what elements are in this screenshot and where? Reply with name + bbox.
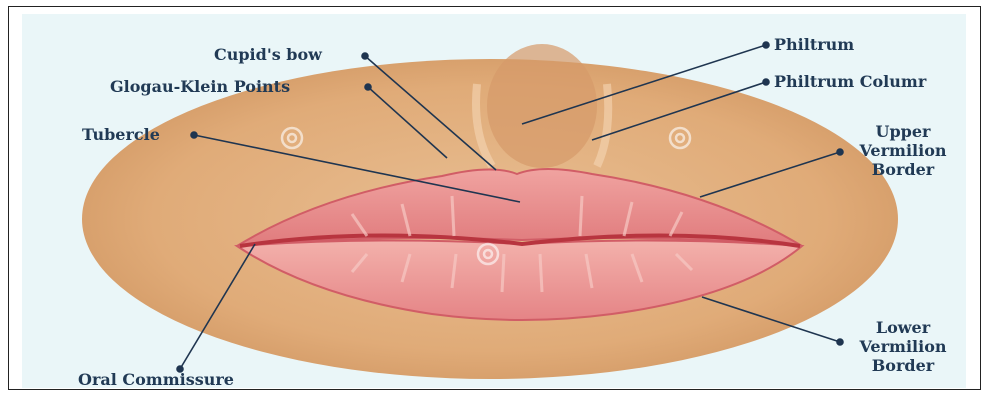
label-oral-commissure: Oral Commissure bbox=[78, 370, 234, 389]
label-tubercle: Tubercle bbox=[82, 125, 160, 144]
label-philtrum: Philtrum bbox=[774, 35, 854, 54]
label-upper-vermilion-line1: Upper bbox=[848, 122, 958, 141]
diagram-canvas: Cupid's bow Glogau-Klein Points Tubercle… bbox=[22, 14, 966, 388]
label-lower-vermilion-line2: Vermilion bbox=[848, 337, 958, 356]
label-lower-vermilion-border: Lower Vermilion Border bbox=[848, 318, 958, 375]
label-glogau-klein-points: Glogau-Klein Points bbox=[110, 77, 290, 96]
philtrum-area bbox=[487, 44, 597, 168]
label-upper-vermilion-line3: Border bbox=[848, 160, 958, 179]
label-philtrum-column: Philtrum Columr bbox=[774, 72, 926, 91]
label-lower-vermilion-line1: Lower bbox=[848, 318, 958, 337]
label-lower-vermilion-line3: Border bbox=[848, 356, 958, 375]
label-upper-vermilion-line2: Vermilion bbox=[848, 141, 958, 160]
lips-anatomy-diagram bbox=[22, 14, 966, 388]
label-cupids-bow: Cupid's bow bbox=[214, 45, 322, 64]
label-upper-vermilion-border: Upper Vermilion Border bbox=[848, 122, 958, 179]
